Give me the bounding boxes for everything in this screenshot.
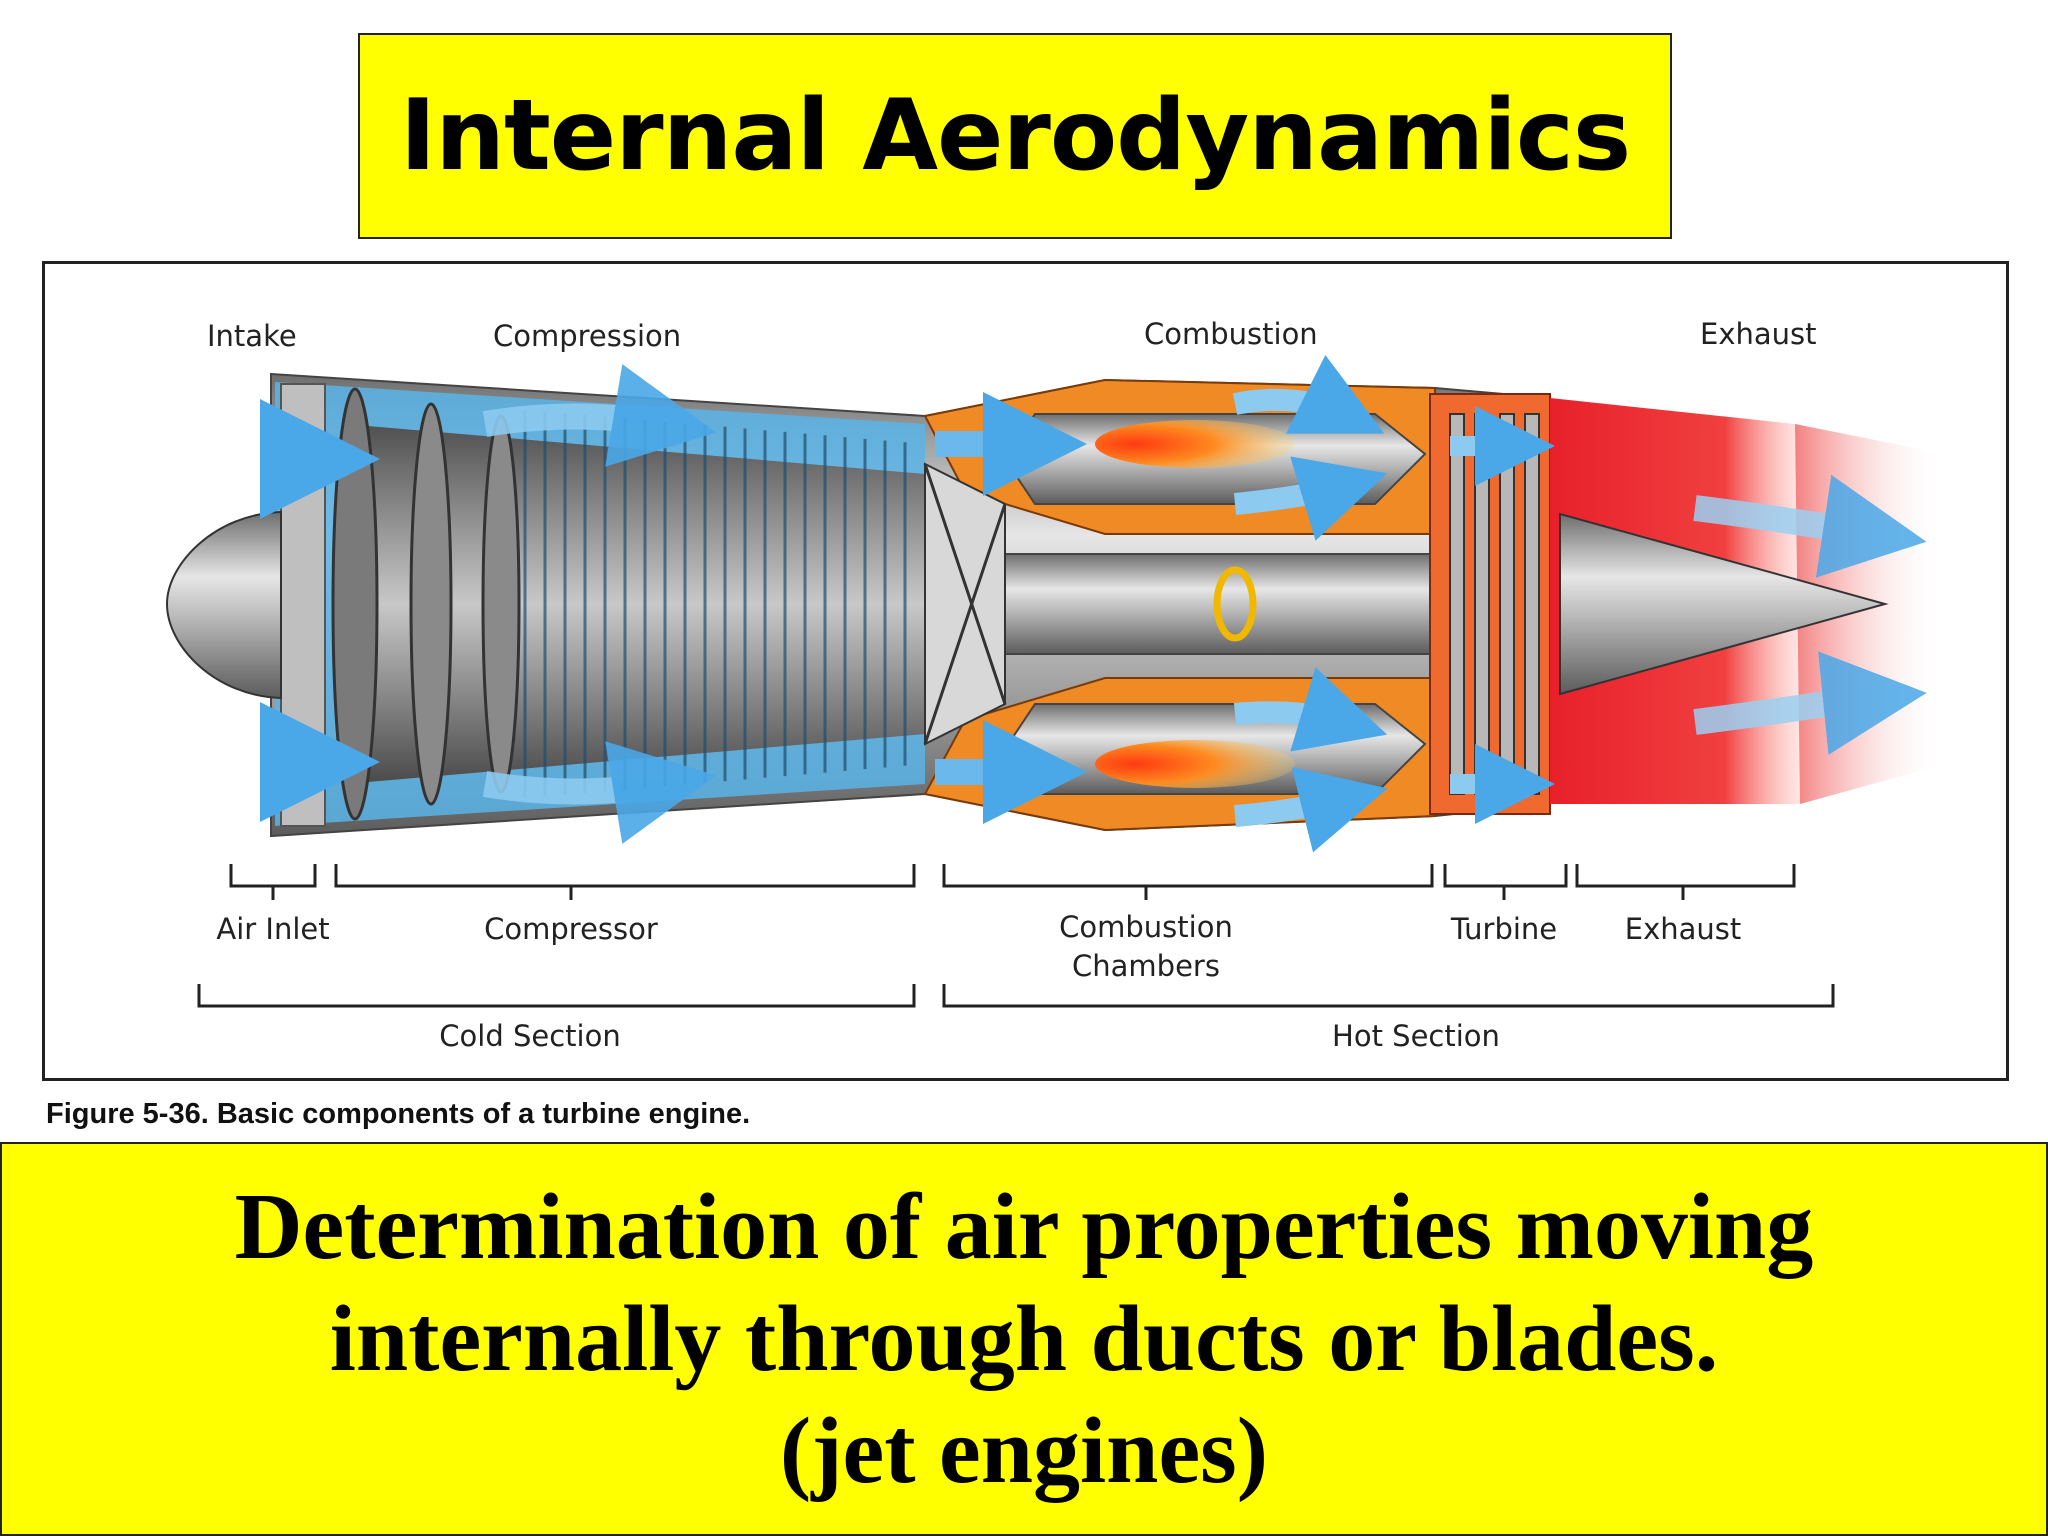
engine-shaft [923,462,1486,746]
turbine-section [1429,393,1551,815]
description-line-2: internally through ducts or blades. [329,1287,1719,1391]
description-line-3: (jet engines) [779,1399,1269,1503]
turbine-blade [1474,413,1490,795]
component-brackets [197,864,1835,1008]
nose-cone [165,510,282,700]
label-cold-section: Cold Section [439,1019,620,1053]
label-exhaust-top: Exhaust [1700,317,1817,351]
turbine-engine-diagram: Intake Compression Combustion Exhaust Ai… [160,317,1945,1053]
label-hot-section: Hot Section [1332,1019,1500,1053]
label-combustion-chambers-1: Combustion [1059,910,1233,944]
airflow-arrows [160,354,1927,853]
description-line-1: Determination of air properties moving [234,1175,1814,1279]
engine-diagram-frame: Intake Compression Combustion Exhaust Ai… [42,261,2009,1081]
description-box: Determination of air properties moving i… [0,1142,2048,1536]
title-box: Internal Aerodynamics [358,33,1672,239]
label-air-inlet: Air Inlet [216,912,329,946]
exhaust-section [1550,398,1945,804]
label-compressor: Compressor [484,912,658,946]
slide-title: Internal Aerodynamics [399,79,1632,193]
label-combustion-chambers-2: Chambers [1072,949,1220,983]
label-turbine: Turbine [1450,912,1557,946]
compressor-blades [523,409,907,799]
turbine-blade [1449,413,1465,795]
label-combustion: Combustion [1144,317,1318,351]
label-intake: Intake [207,319,297,353]
turbine-blade [1524,413,1540,795]
label-compression: Compression [493,319,681,353]
label-exhaust-component: Exhaust [1625,912,1742,946]
figure-caption: Figure 5-36. Basic components of a turbi… [46,1098,751,1130]
turbine-blade [1499,413,1515,795]
